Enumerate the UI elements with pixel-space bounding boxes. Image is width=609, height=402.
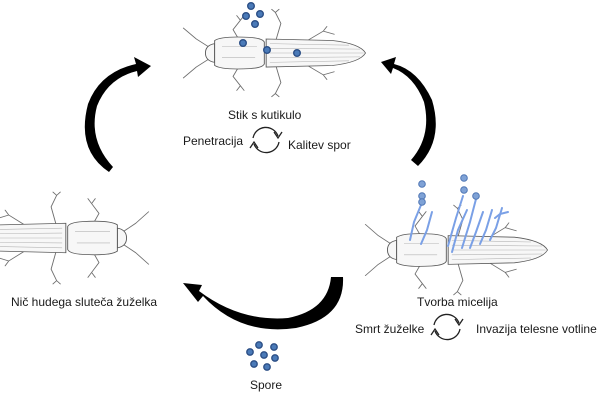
- spores-bottom: [246, 341, 279, 371]
- beetle-left-illustration: [0, 191, 150, 285]
- spore-dot-icon: [260, 351, 268, 359]
- arrow-right-to-left-via-bottom: [183, 277, 344, 330]
- cycle-label-spore-germination: Kalitev spor: [288, 138, 351, 152]
- spore-dot-icon: [241, 11, 250, 20]
- spore-dot-icon: [256, 9, 265, 18]
- spore-dot-icon: [271, 354, 279, 362]
- mycelium-hyphae: [409, 174, 509, 253]
- circular-arrows-icon: [430, 313, 464, 341]
- spore-dot-icon: [246, 348, 254, 356]
- arrow-top-to-right: [381, 57, 436, 166]
- spore-dot-icon: [460, 174, 468, 182]
- spore-dot-icon: [238, 39, 247, 48]
- circular-arrows-icon: [249, 126, 283, 154]
- spore-dot-icon: [418, 198, 426, 206]
- spore-dot-icon: [263, 363, 271, 371]
- beetle-top-illustration: [182, 8, 366, 98]
- spore-dot-icon: [250, 20, 259, 29]
- spores-top: [238, 2, 302, 58]
- spore-dot-icon: [246, 2, 255, 10]
- spore-dot-icon: [293, 49, 302, 58]
- stage-label-unsuspecting-insect: Nič hudega sluteča žuželka: [11, 295, 158, 309]
- spore-dot-icon: [270, 343, 278, 351]
- spore-dot-icon: [418, 180, 426, 188]
- stage-label-spores: Spore: [250, 378, 283, 392]
- spore-dot-icon: [460, 186, 468, 194]
- stage-label-contact-cuticle: Stik s kutikulo: [228, 108, 302, 122]
- spore-dot-icon: [472, 192, 480, 200]
- stage-label-mycelium-formation: Tvorba micelija: [417, 295, 498, 309]
- cycle-label-penetration: Penetracija: [183, 134, 244, 148]
- arrow-left-to-top: [84, 57, 151, 172]
- spore-dot-icon: [250, 360, 258, 368]
- cycle-label-insect-death: Smrt žuželke: [355, 322, 425, 336]
- spore-dot-icon: [263, 46, 272, 55]
- spore-dot-icon: [255, 341, 263, 349]
- cycle-label-body-cavity-invasion: Invazija telesne votline: [476, 322, 597, 336]
